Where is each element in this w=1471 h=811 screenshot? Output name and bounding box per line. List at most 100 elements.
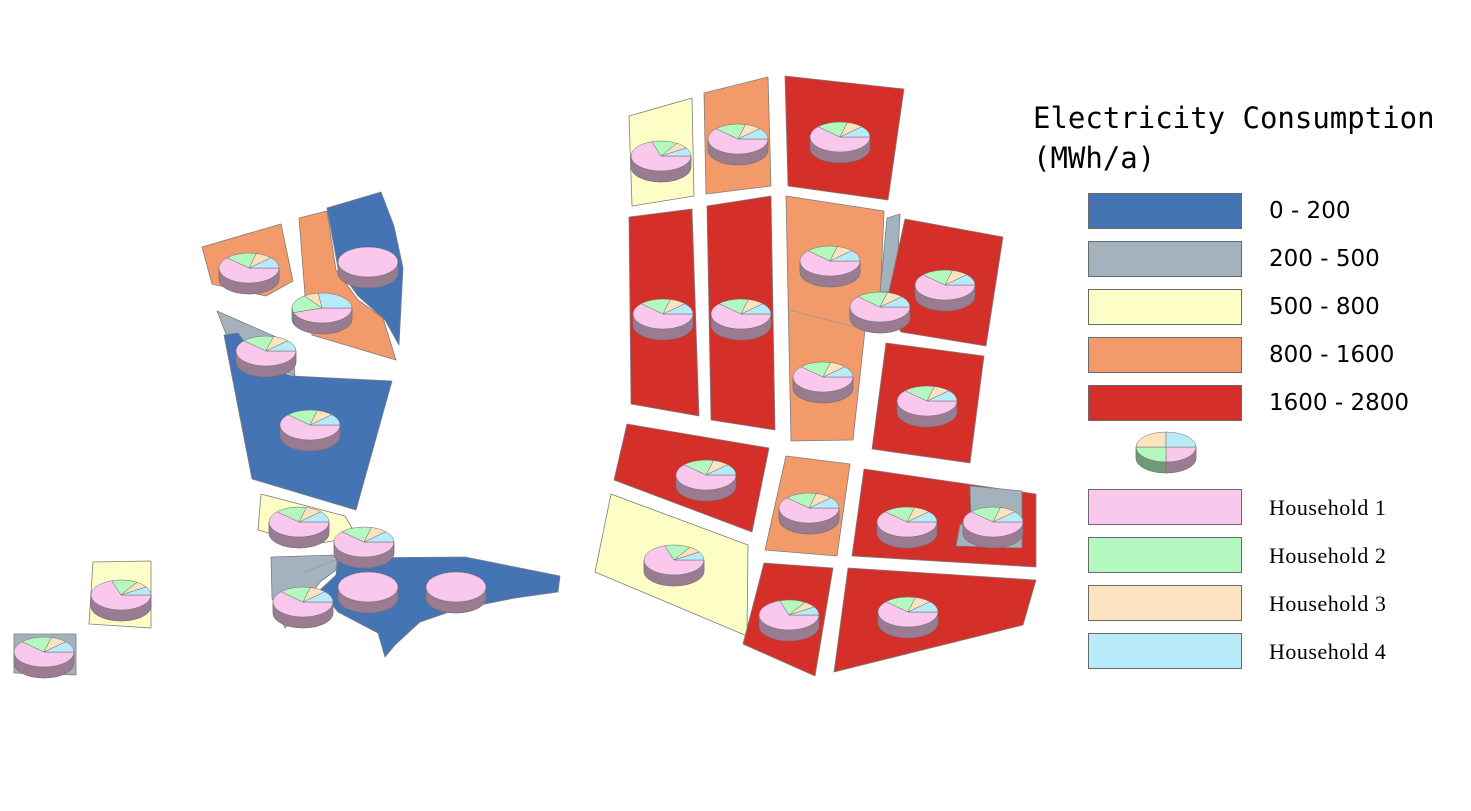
pie-slice bbox=[792, 366, 854, 393]
pie-slice bbox=[337, 246, 399, 278]
legend-swatch bbox=[1088, 537, 1242, 573]
pie-slice bbox=[298, 511, 330, 523]
pie-slice bbox=[662, 303, 694, 315]
pie-slice bbox=[120, 586, 152, 596]
pie-chart-glyph[interactable] bbox=[630, 140, 692, 183]
pie-slice bbox=[660, 147, 692, 157]
pie-slice bbox=[268, 511, 330, 538]
parcel-boundaries bbox=[303, 309, 866, 573]
pie-slice bbox=[829, 250, 861, 262]
pie-chart-glyph[interactable] bbox=[962, 506, 1024, 549]
legend-label: Household 2 bbox=[1269, 543, 1387, 568]
pie-slice bbox=[710, 303, 772, 330]
pie-slice bbox=[877, 601, 939, 628]
pie-chart-glyph[interactable] bbox=[643, 544, 705, 587]
legend-label: Household 1 bbox=[1269, 495, 1387, 520]
pie-slice bbox=[808, 497, 840, 509]
pie-chart-glyph[interactable] bbox=[799, 245, 861, 288]
pie-slice bbox=[317, 292, 353, 309]
legend-label: 500 - 800 bbox=[1269, 294, 1380, 320]
pie-slice bbox=[293, 307, 353, 324]
pie-chart-glyph[interactable] bbox=[849, 291, 911, 334]
pie-chart-glyph[interactable] bbox=[809, 121, 871, 164]
legend-swatch bbox=[1088, 241, 1242, 277]
legend-swatch bbox=[1088, 489, 1242, 525]
legend-class-2: 500 - 800 bbox=[1088, 289, 1448, 327]
pie-slice bbox=[425, 571, 487, 603]
pie-chart-glyph[interactable] bbox=[337, 246, 399, 289]
legend-label: 1600 - 2800 bbox=[1269, 390, 1409, 416]
pie-slice bbox=[675, 464, 737, 491]
pie-chart-glyph[interactable] bbox=[425, 571, 487, 614]
legend-title-text: Electricity Consumption bbox=[1033, 101, 1435, 135]
pie-chart-glyph[interactable] bbox=[707, 123, 769, 166]
pie-slice bbox=[1165, 446, 1197, 463]
pie-slice bbox=[363, 531, 395, 543]
legend-label: 800 - 1600 bbox=[1269, 342, 1395, 368]
legend-class-4: 1600 - 2800 bbox=[1088, 385, 1448, 423]
pie-slice bbox=[737, 128, 769, 140]
pie-chart-glyph[interactable] bbox=[710, 298, 772, 341]
pie-chart-glyph[interactable] bbox=[272, 586, 334, 629]
legend-label: Household 4 bbox=[1269, 639, 1387, 664]
pie-chart-glyph[interactable] bbox=[632, 298, 694, 341]
pie-slice bbox=[822, 366, 854, 378]
pie-chart-glyph[interactable] bbox=[914, 269, 976, 312]
legend-class-0: 0 - 200 bbox=[1088, 193, 1448, 231]
pie-slice bbox=[337, 571, 399, 603]
legend-pie-icon bbox=[1135, 431, 1197, 474]
legend-unit-text: (MWh/a) bbox=[1033, 141, 1156, 175]
pie-slice bbox=[302, 591, 334, 603]
legend-class-3: 800 - 1600 bbox=[1088, 337, 1448, 375]
pie-chart-glyph[interactable] bbox=[778, 492, 840, 535]
pie-chart-glyph[interactable] bbox=[792, 361, 854, 404]
pie-chart-glyph[interactable] bbox=[235, 335, 297, 378]
pie-slice bbox=[705, 464, 737, 476]
pie-slice bbox=[1135, 431, 1167, 448]
pie-slice bbox=[758, 600, 820, 631]
parcels-layer bbox=[13, 75, 1037, 677]
pie-chart-glyph[interactable] bbox=[876, 506, 938, 549]
legend-swatch bbox=[1088, 289, 1242, 325]
pie-chart-glyph[interactable] bbox=[758, 599, 820, 642]
legend-label: 0 - 200 bbox=[1269, 198, 1351, 224]
pie-chart-glyph[interactable] bbox=[877, 596, 939, 639]
pie-slice bbox=[809, 126, 871, 153]
pie-chart-glyph[interactable] bbox=[337, 571, 399, 614]
pie-slice bbox=[643, 545, 705, 576]
legend-class-1: 200 - 500 bbox=[1088, 241, 1448, 279]
household-pie-charts bbox=[13, 121, 1024, 679]
pie-slice bbox=[309, 414, 341, 426]
pie-slice bbox=[291, 295, 323, 313]
pie-slice bbox=[13, 641, 75, 668]
pie-slice bbox=[906, 511, 938, 523]
pie-chart-glyph[interactable] bbox=[1135, 431, 1197, 474]
legend-label: Household 3 bbox=[1269, 591, 1387, 616]
pie-slice bbox=[962, 511, 1024, 538]
pie-slice bbox=[1165, 431, 1197, 448]
pie-slice bbox=[799, 250, 861, 277]
pie-slice bbox=[907, 601, 939, 613]
pie-slice bbox=[707, 128, 769, 155]
pie-chart-glyph[interactable] bbox=[13, 636, 75, 679]
pie-chart-glyph[interactable] bbox=[896, 385, 958, 428]
pie-slice bbox=[778, 497, 840, 524]
pie-chart-glyph[interactable] bbox=[333, 526, 395, 569]
pie-chart-glyph[interactable] bbox=[218, 252, 280, 295]
pie-slice bbox=[876, 511, 938, 538]
pie-slice bbox=[235, 340, 297, 367]
legend-title: Electricity Consumption (MWh/a) bbox=[1033, 98, 1435, 178]
pie-chart-glyph[interactable] bbox=[291, 292, 353, 335]
pie-slice bbox=[992, 511, 1024, 523]
pie-chart-glyph[interactable] bbox=[90, 579, 152, 622]
pie-chart-glyph[interactable] bbox=[279, 409, 341, 452]
pie-chart-glyph[interactable] bbox=[268, 506, 330, 549]
legend-household-2: Household 3 bbox=[1088, 585, 1448, 623]
pie-slice bbox=[849, 296, 911, 323]
legend-swatch bbox=[1088, 193, 1242, 229]
legend-household-0: Household 1 bbox=[1088, 489, 1448, 527]
pie-chart-glyph[interactable] bbox=[675, 459, 737, 502]
pie-slice bbox=[90, 580, 152, 611]
pie-slice bbox=[630, 141, 692, 172]
